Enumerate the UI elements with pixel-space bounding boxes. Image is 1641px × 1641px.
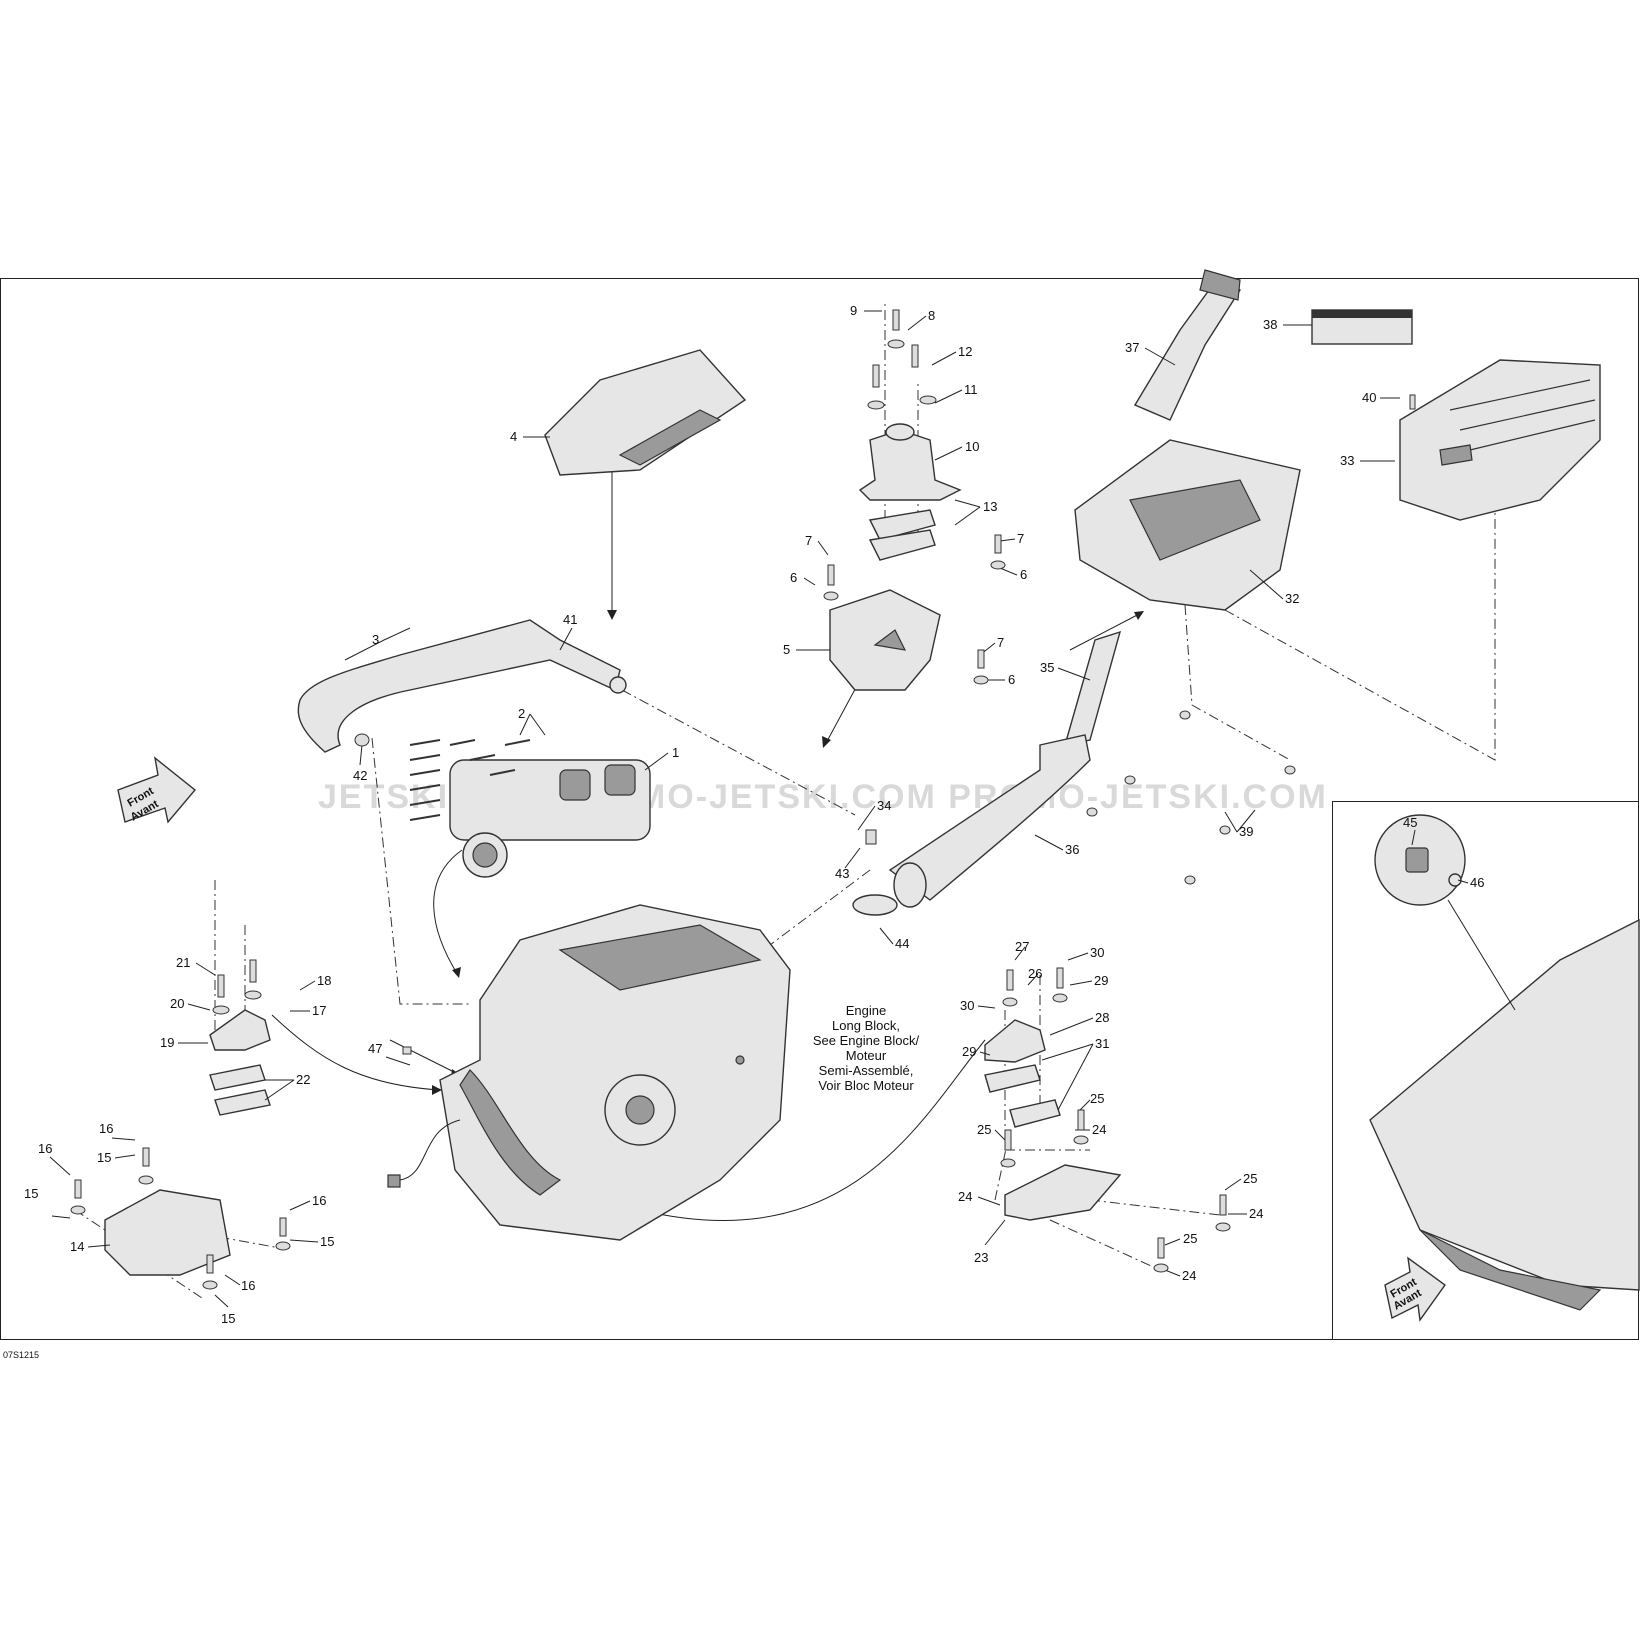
callout: 16: [38, 1141, 52, 1156]
front-engine-mount: [104, 1009, 271, 1276]
callout: 27: [1015, 939, 1029, 954]
air-duct: [852, 630, 1122, 916]
callout: 38: [1263, 317, 1277, 332]
callout: 1: [672, 745, 679, 760]
front-direction-arrow: Front Avant: [117, 756, 196, 824]
callout: 40: [1362, 390, 1376, 405]
air-box-bottom: [1074, 439, 1301, 611]
engine-cover: [544, 349, 747, 476]
callout: 15: [24, 1186, 38, 1201]
callout: 19: [160, 1035, 174, 1050]
callout: 46: [1470, 875, 1484, 890]
callout: 32: [1285, 591, 1299, 606]
callout: 29: [962, 1044, 976, 1059]
callout: 29: [1094, 973, 1108, 988]
air-box-cover: [1399, 359, 1601, 521]
callout: 2: [518, 706, 525, 721]
callout: 39: [1239, 824, 1253, 839]
svg-text:Moteur: Moteur: [846, 1048, 887, 1063]
callout: 42: [353, 768, 367, 783]
engine-block: [387, 904, 791, 1241]
callout: 7: [1017, 531, 1024, 546]
callout: 15: [221, 1311, 235, 1326]
svg-text:Long Block,: Long Block,: [832, 1018, 900, 1033]
callout: 44: [895, 936, 909, 951]
callout: 24: [1182, 1268, 1196, 1283]
support-bracket: [858, 423, 962, 561]
callout: 33: [1340, 453, 1354, 468]
callout: 25: [1183, 1231, 1197, 1246]
svg-text:Voir Bloc Moteur: Voir Bloc Moteur: [818, 1078, 914, 1093]
intake-tube: [1133, 269, 1241, 421]
callout: 3: [372, 632, 379, 647]
callout: 15: [320, 1234, 334, 1249]
callout: 36: [1065, 842, 1079, 857]
svg-text:See Engine Block/: See Engine Block/: [813, 1033, 920, 1048]
callout: 4: [510, 429, 517, 444]
callout: 15: [97, 1150, 111, 1165]
leader-lines: [49, 310, 1469, 1308]
callout: 25: [1090, 1091, 1104, 1106]
inset-hull-view: [1369, 814, 1640, 1311]
drawing-code: 07S1215: [3, 1350, 40, 1360]
svg-text:Engine: Engine: [846, 1003, 886, 1018]
callout: 17: [312, 1003, 326, 1018]
callout: 24: [1249, 1206, 1263, 1221]
callout: 30: [960, 998, 974, 1013]
inset-front-direction-arrow: Front Avant: [1384, 1256, 1446, 1322]
callout: 7: [997, 635, 1004, 650]
callout: 12: [958, 344, 972, 359]
callout: 7: [805, 533, 812, 548]
warning-label: [1311, 309, 1413, 345]
callout: 25: [1243, 1171, 1257, 1186]
callout: 6: [790, 570, 797, 585]
callout: 43: [835, 866, 849, 881]
inset-frame: [1332, 801, 1639, 1340]
diagram-frame: [0, 278, 1639, 1340]
callout: 28: [1095, 1010, 1109, 1025]
callout: 11: [964, 382, 978, 397]
callout: 21: [176, 955, 190, 970]
svg-text:Semi-Assemblé,: Semi-Assemblé,: [819, 1063, 914, 1078]
callout: 23: [974, 1250, 988, 1265]
callout: 41: [563, 612, 577, 627]
callout: 24: [1092, 1122, 1106, 1137]
callout: 25: [977, 1122, 991, 1137]
callout: 10: [965, 439, 979, 454]
callout: 9: [850, 303, 857, 318]
callout: 16: [241, 1278, 255, 1293]
callout: 6: [1020, 567, 1027, 582]
callout: 26: [1028, 966, 1042, 981]
callout: 45: [1403, 815, 1417, 830]
intake-manifold: [409, 739, 651, 878]
callout: 24: [958, 1189, 972, 1204]
engine-note: Engine Long Block, See Engine Block/ Mot…: [813, 1003, 920, 1093]
callout: 31: [1095, 1036, 1109, 1051]
callout: 20: [170, 996, 184, 1011]
callout: 14: [70, 1239, 84, 1254]
callout: 13: [983, 499, 997, 514]
fasteners: [70, 309, 1416, 1290]
callout: 35: [1040, 660, 1054, 675]
callout: 18: [317, 973, 331, 988]
callout: 16: [99, 1121, 113, 1136]
callout-numbers: 1 2 3 4 5 6 6 6 7 7 7 8 9 10 11 12 13 14…: [24, 303, 1484, 1326]
callout: 8: [928, 308, 935, 323]
callout: 5: [783, 642, 790, 657]
callout: 22: [296, 1072, 310, 1087]
callout: 37: [1125, 340, 1139, 355]
callout: 30: [1090, 945, 1104, 960]
callout: 34: [877, 798, 891, 813]
callout: 16: [312, 1193, 326, 1208]
air-intake-hose: [297, 619, 627, 753]
callout: 6: [1008, 672, 1015, 687]
rear-engine-mount: [984, 1019, 1122, 1221]
engine-support-plate: [829, 589, 941, 691]
callout: 47: [368, 1041, 382, 1056]
